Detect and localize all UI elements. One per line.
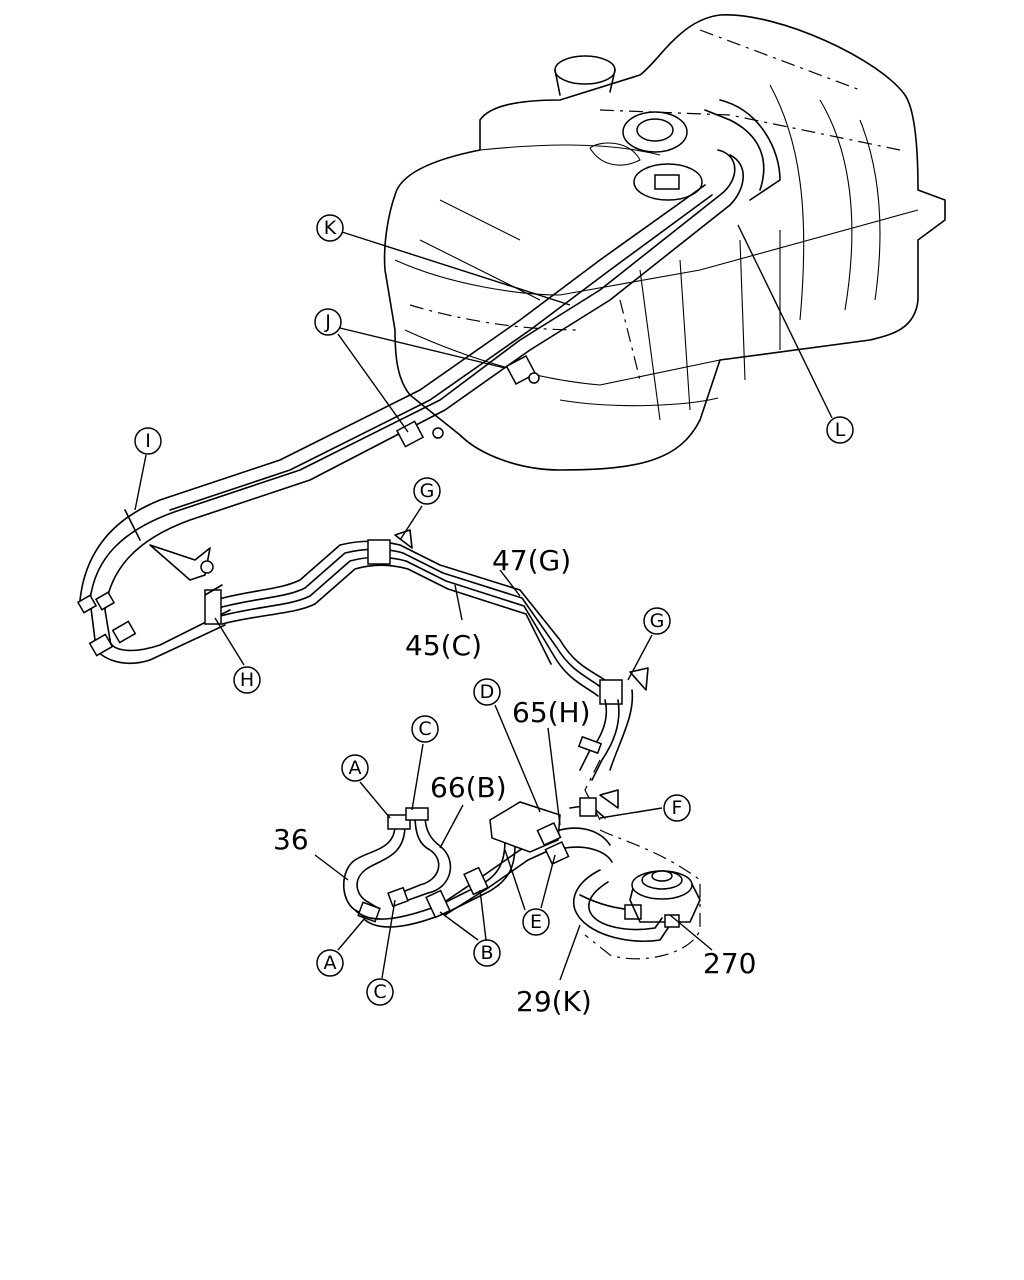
label-part-47: 47(G) bbox=[492, 544, 571, 577]
svg-text:F: F bbox=[672, 797, 683, 819]
callout-k: K bbox=[316, 214, 344, 242]
callout-c-lower: C bbox=[366, 978, 394, 1006]
svg-text:D: D bbox=[480, 681, 495, 703]
callout-g-upper: G bbox=[413, 477, 441, 505]
callout-l: L bbox=[826, 416, 854, 444]
callout-b: B bbox=[473, 939, 501, 967]
callout-d: D bbox=[473, 678, 501, 706]
label-part-66: 66(B) bbox=[430, 771, 507, 804]
label-part-29: 29(K) bbox=[516, 985, 592, 1018]
callout-e: E bbox=[522, 908, 550, 936]
callout-f: F bbox=[663, 794, 691, 822]
svg-text:L: L bbox=[835, 419, 846, 441]
fuel-tank bbox=[383, 14, 946, 471]
svg-text:C: C bbox=[373, 981, 386, 1003]
callout-j: J bbox=[314, 308, 342, 336]
callout-c-upper: C bbox=[411, 715, 439, 743]
svg-text:E: E bbox=[530, 911, 542, 933]
leader-lines bbox=[134, 224, 833, 981]
mid-fuel-lines bbox=[204, 529, 649, 821]
callout-a-lower: A bbox=[316, 949, 344, 977]
label-part-36: 36 bbox=[273, 823, 309, 856]
svg-text:A: A bbox=[349, 757, 362, 779]
svg-text:A: A bbox=[324, 952, 337, 974]
svg-text:J: J bbox=[324, 311, 331, 333]
svg-text:K: K bbox=[324, 217, 337, 239]
svg-text:B: B bbox=[480, 942, 493, 964]
svg-text:G: G bbox=[650, 610, 665, 632]
label-part-45: 45(C) bbox=[405, 629, 482, 662]
callout-i: I bbox=[134, 427, 162, 455]
svg-text:G: G bbox=[420, 480, 435, 502]
callout-g-lower: G bbox=[643, 607, 671, 635]
callout-a-upper: A bbox=[341, 754, 369, 782]
svg-text:H: H bbox=[240, 669, 254, 691]
upper-fuel-lines bbox=[76, 99, 781, 665]
label-part-65: 65(H) bbox=[512, 696, 591, 729]
lower-assembly bbox=[343, 789, 701, 960]
callout-h: H bbox=[233, 666, 261, 694]
label-part-270: 270 bbox=[703, 947, 756, 980]
svg-text:I: I bbox=[145, 430, 151, 452]
svg-text:C: C bbox=[418, 718, 431, 740]
